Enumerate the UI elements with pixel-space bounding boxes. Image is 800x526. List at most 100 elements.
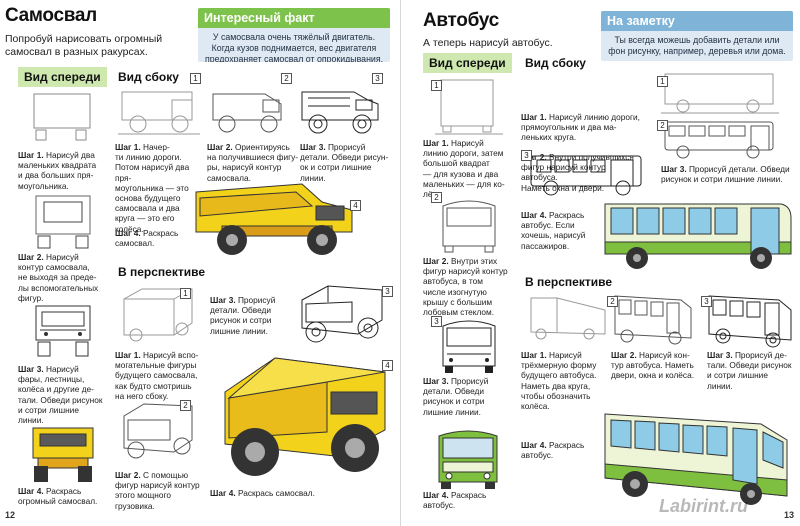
step-line: автобус. bbox=[423, 500, 456, 511]
step-label: Шаг 2. bbox=[207, 142, 233, 152]
fact-body: У самосвала очень тяжёлый двигатель. Ког… bbox=[198, 28, 390, 62]
step-label: Шаг 3. bbox=[210, 295, 236, 305]
step-line: Раскрась bbox=[45, 486, 82, 496]
bus-persp-step1-sketch-icon bbox=[527, 294, 609, 344]
step-number-badge: 3 bbox=[521, 150, 532, 161]
bus-front-step3-sketch-icon bbox=[437, 316, 501, 376]
step-line: — для кузова и два bbox=[423, 168, 499, 179]
step-line: детали. Обведи bbox=[423, 386, 485, 397]
step-line: моугольника. bbox=[18, 180, 69, 191]
step-label: Шаг 3. bbox=[18, 364, 44, 374]
step-label: Шаг 1. bbox=[521, 112, 547, 122]
step-line: Раскрась bbox=[548, 440, 585, 450]
dump-truck-front-color-icon bbox=[30, 424, 96, 484]
step-label: Шаг 1. bbox=[423, 138, 449, 148]
step-line: автобус. Если bbox=[521, 220, 575, 231]
note-body: Ты всегда можешь добавить детали или фон… bbox=[601, 31, 793, 61]
step-line: хочешь, нарисуй bbox=[521, 230, 586, 241]
bus-front-step1-sketch-icon bbox=[435, 78, 505, 136]
step-line: и сотри лишние bbox=[707, 370, 768, 381]
step-line: лобовым стеклом. bbox=[423, 307, 495, 318]
step-number-badge: 3 bbox=[701, 296, 712, 307]
step-label: Шаг 4. bbox=[18, 486, 44, 496]
step-line: большой квадрат bbox=[423, 158, 490, 169]
bus-persp-color-icon bbox=[601, 408, 795, 506]
step-line: Нарисуй bbox=[45, 364, 79, 374]
step-line: Внутри этих bbox=[450, 256, 498, 266]
step-line: Прорисуй bbox=[327, 142, 366, 152]
front-step-2: Шаг 2. Нарисуй контур самосвала, не выхо… bbox=[18, 252, 108, 303]
note-line: фон рисунку, например, деревья или дома. bbox=[608, 46, 786, 56]
step-line: грузовика. bbox=[115, 500, 155, 511]
note-heading: На заметку bbox=[601, 11, 793, 31]
step-number-badge: 1 bbox=[431, 80, 442, 91]
bus-side-step3-sketch-icon bbox=[527, 152, 647, 196]
step-number-badge: 1 bbox=[657, 76, 668, 87]
step-line: детали. Обведи bbox=[210, 305, 272, 316]
step-line: Прорисуй детали. Обведи bbox=[688, 164, 790, 174]
step-line: Прорисуй bbox=[450, 376, 489, 386]
step-line: контур самосвала, bbox=[18, 262, 90, 273]
dump-truck-persp-step3-sketch-icon bbox=[298, 282, 386, 346]
tab-perspective: В перспективе bbox=[118, 265, 205, 279]
step-line: ти линию дороги. bbox=[115, 152, 182, 163]
step-label: Шаг 2. bbox=[18, 252, 44, 262]
tab-side-view: Вид сбоку bbox=[525, 56, 586, 70]
step-line: маленьких квадрата bbox=[18, 160, 97, 171]
step-line: Раскрась самосвал. bbox=[237, 488, 315, 498]
step-line: фигур нарисуй контур bbox=[115, 480, 200, 491]
step-line: Раскрась bbox=[548, 210, 585, 220]
dump-truck-side-step1-sketch-icon bbox=[118, 86, 200, 138]
step-line: тали. Обведи рисунок bbox=[18, 394, 103, 405]
step-line: рисунок и сотри bbox=[423, 396, 485, 407]
step-line: Нарисуй два bbox=[45, 150, 95, 160]
side-step-1: Шаг 1. Нарисуй линию дороги, прямоугольн… bbox=[521, 112, 653, 143]
front-step-2: Шаг 2. Внутри этих фигур нарисуй контур … bbox=[423, 256, 515, 317]
step-label: Шаг 2. bbox=[115, 470, 141, 480]
step-number-badge: 1 bbox=[180, 288, 191, 299]
intro-line: А теперь нарисуй автобус. bbox=[423, 37, 553, 49]
step-line: ры, нарисуй контур bbox=[207, 162, 282, 173]
dump-truck-side-step3-sketch-icon bbox=[298, 86, 384, 138]
step-line: Наметь окна и двери. bbox=[521, 182, 605, 193]
tab-front-view: Вид спереди bbox=[423, 53, 512, 73]
step-label: Шаг 3. bbox=[423, 376, 449, 386]
fact-box: Интересный факт У самосвала очень тяжёлы… bbox=[198, 8, 390, 62]
intro-line: Попробуй нарисовать огромный bbox=[5, 33, 163, 45]
step-number-badge: 2 bbox=[180, 400, 191, 411]
step-line: линию дороги, затем bbox=[423, 148, 504, 159]
step-line: тур автобуса. Наметь bbox=[611, 360, 694, 371]
step-line: Наметь два круга, bbox=[521, 380, 591, 391]
step-label: Шаг 4. bbox=[521, 210, 547, 220]
step-number-badge: 2 bbox=[607, 296, 618, 307]
bus-persp-step3-sketch-icon bbox=[705, 292, 795, 348]
step-line: основа будущего bbox=[115, 193, 181, 204]
step-line: Раскрась bbox=[142, 228, 179, 238]
step-line: детали. Обведи рисун- bbox=[300, 152, 389, 163]
step-line: могательные фигуры bbox=[115, 360, 197, 371]
bus-front-step2-sketch-icon bbox=[437, 196, 501, 254]
step-line: леньких круга. bbox=[521, 132, 577, 143]
step-line: ок и сотри лишние bbox=[300, 162, 372, 173]
step-label: Шаг 2. bbox=[521, 152, 547, 162]
step-line: Прорисуй де- bbox=[734, 350, 787, 360]
dump-truck-side-step2-sketch-icon bbox=[207, 86, 289, 138]
persp-step-1: Шаг 1. Нарисуй трёхмерную форму будущего… bbox=[521, 350, 607, 411]
bus-side-step2-sketch-icon bbox=[661, 118, 779, 160]
step-number-badge: 3 bbox=[382, 286, 393, 297]
step-line: Нарисуй линию дороги, bbox=[548, 112, 640, 122]
step-label: Шаг 4. bbox=[521, 440, 547, 450]
intro-line: самосвал в разных ракурсах. bbox=[5, 46, 148, 58]
step-line: Ориентируясь bbox=[234, 142, 290, 152]
tab-side-view: Вид сбоку bbox=[118, 70, 179, 84]
fact-line: У самосвала очень тяжёлый двигатель. bbox=[212, 32, 376, 42]
step-line: Начер- bbox=[142, 142, 170, 152]
step-line: колёса. bbox=[115, 223, 144, 234]
step-line: колёса и другие де- bbox=[18, 384, 94, 395]
front-step-3: Шаг 3. Нарисуй фары, лестницы, колёса и … bbox=[18, 364, 110, 425]
step-label: Шаг 3. bbox=[661, 164, 687, 174]
bus-side-color-icon bbox=[601, 198, 795, 272]
step-line: Нарисуй bbox=[548, 350, 582, 360]
step-line: фигур нарисуй контур bbox=[423, 266, 508, 277]
front-step-1: Шаг 1. Нарисуй два маленьких квадрата и … bbox=[18, 150, 108, 191]
